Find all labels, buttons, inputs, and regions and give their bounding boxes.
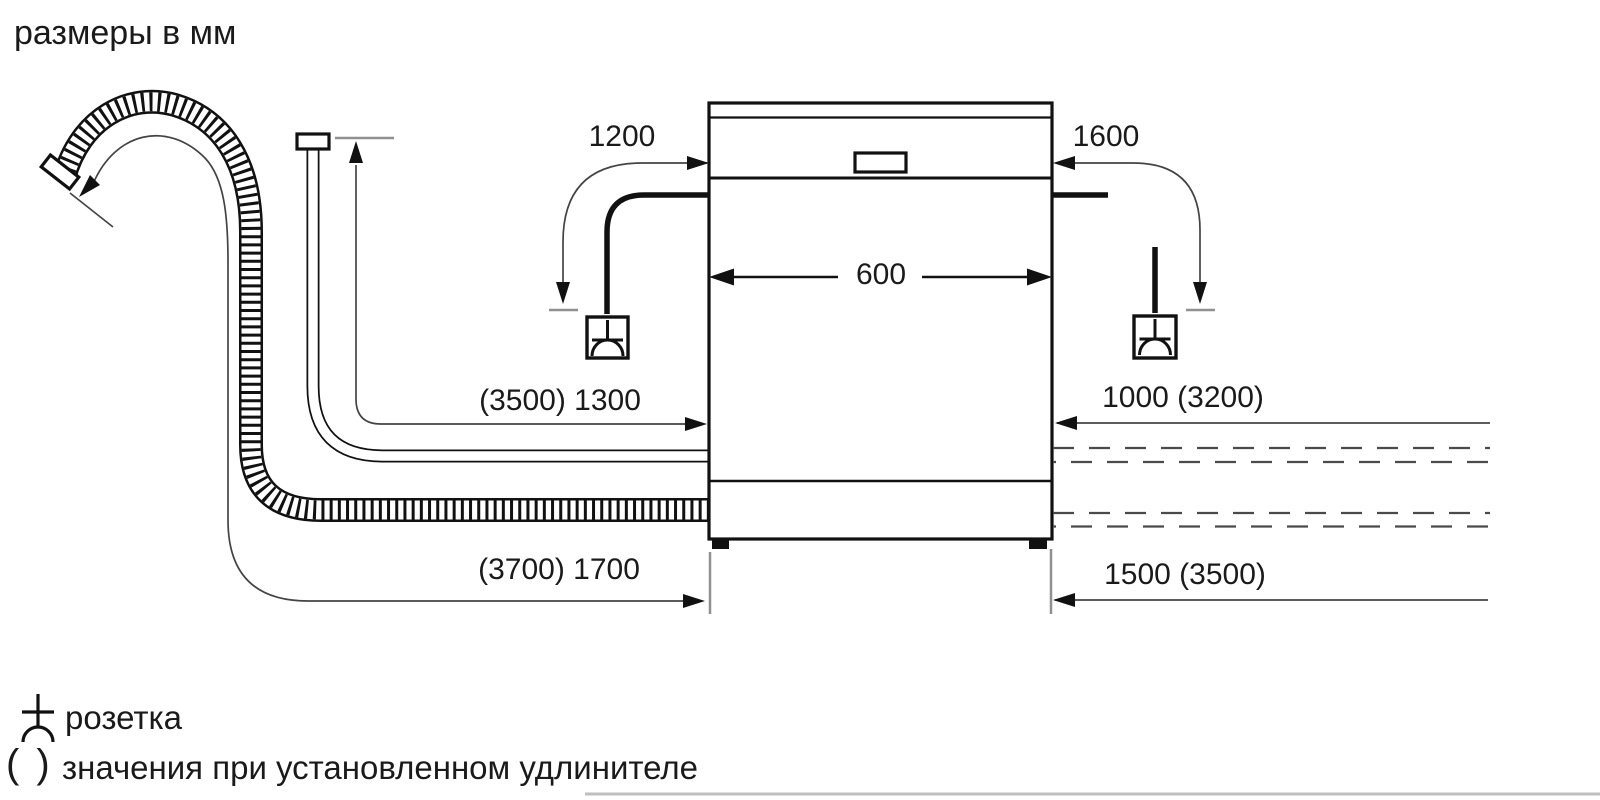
supply-hose-connector-cap [295, 132, 331, 151]
dashed-extension-lines [1053, 446, 1490, 528]
dishwasher-foot-left [712, 539, 729, 549]
dimension-supply-hose-3500-1300 [355, 165, 700, 425]
legend-parentheses-symbol: ( ) [6, 742, 53, 786]
dim-label-cord-left: 1200 [588, 120, 656, 153]
page-title: размеры в мм [14, 14, 237, 52]
dim-label-width: 600 [855, 258, 907, 291]
dim-label-right-lower: 1500 (3500) [1104, 558, 1266, 591]
dimension-cord-left-1200 [562, 162, 707, 288]
dim-label-right-upper: 1000 (3200) [1102, 381, 1264, 414]
legend-socket-label: розетка [65, 699, 182, 736]
dimension-cord-right-1600 [1057, 162, 1201, 288]
power-cord-left [604, 192, 709, 314]
page-divider [585, 792, 1600, 796]
legend-parentheses-label: значения при установленном удлинителе [62, 749, 699, 786]
supply-hose [295, 132, 709, 463]
dishwasher-display [853, 151, 908, 174]
legend-socket-icon [21, 694, 55, 743]
drain-hose [38, 89, 709, 522]
dishwasher-foot-right [1029, 539, 1047, 549]
power-cord-right [1053, 192, 1158, 313]
dim-label-cord-right: 1600 [1072, 120, 1140, 153]
dimension-drain-hose-3700-1700 [69, 134, 700, 602]
dimension-width-600-arrowheads [709, 268, 1052, 286]
dishwasher-outline [707, 101, 1054, 549]
reference-lines [335, 136, 1215, 614]
dim-label-drain-hose: (3700) 1700 [478, 553, 640, 586]
dim-label-supply-hose: (3500) 1300 [479, 384, 641, 417]
drain-hose-end-cap [38, 152, 82, 192]
socket-icon-left [585, 315, 630, 360]
socket-icon-right [1132, 314, 1178, 360]
dimension-arrowheads [79, 141, 1207, 608]
